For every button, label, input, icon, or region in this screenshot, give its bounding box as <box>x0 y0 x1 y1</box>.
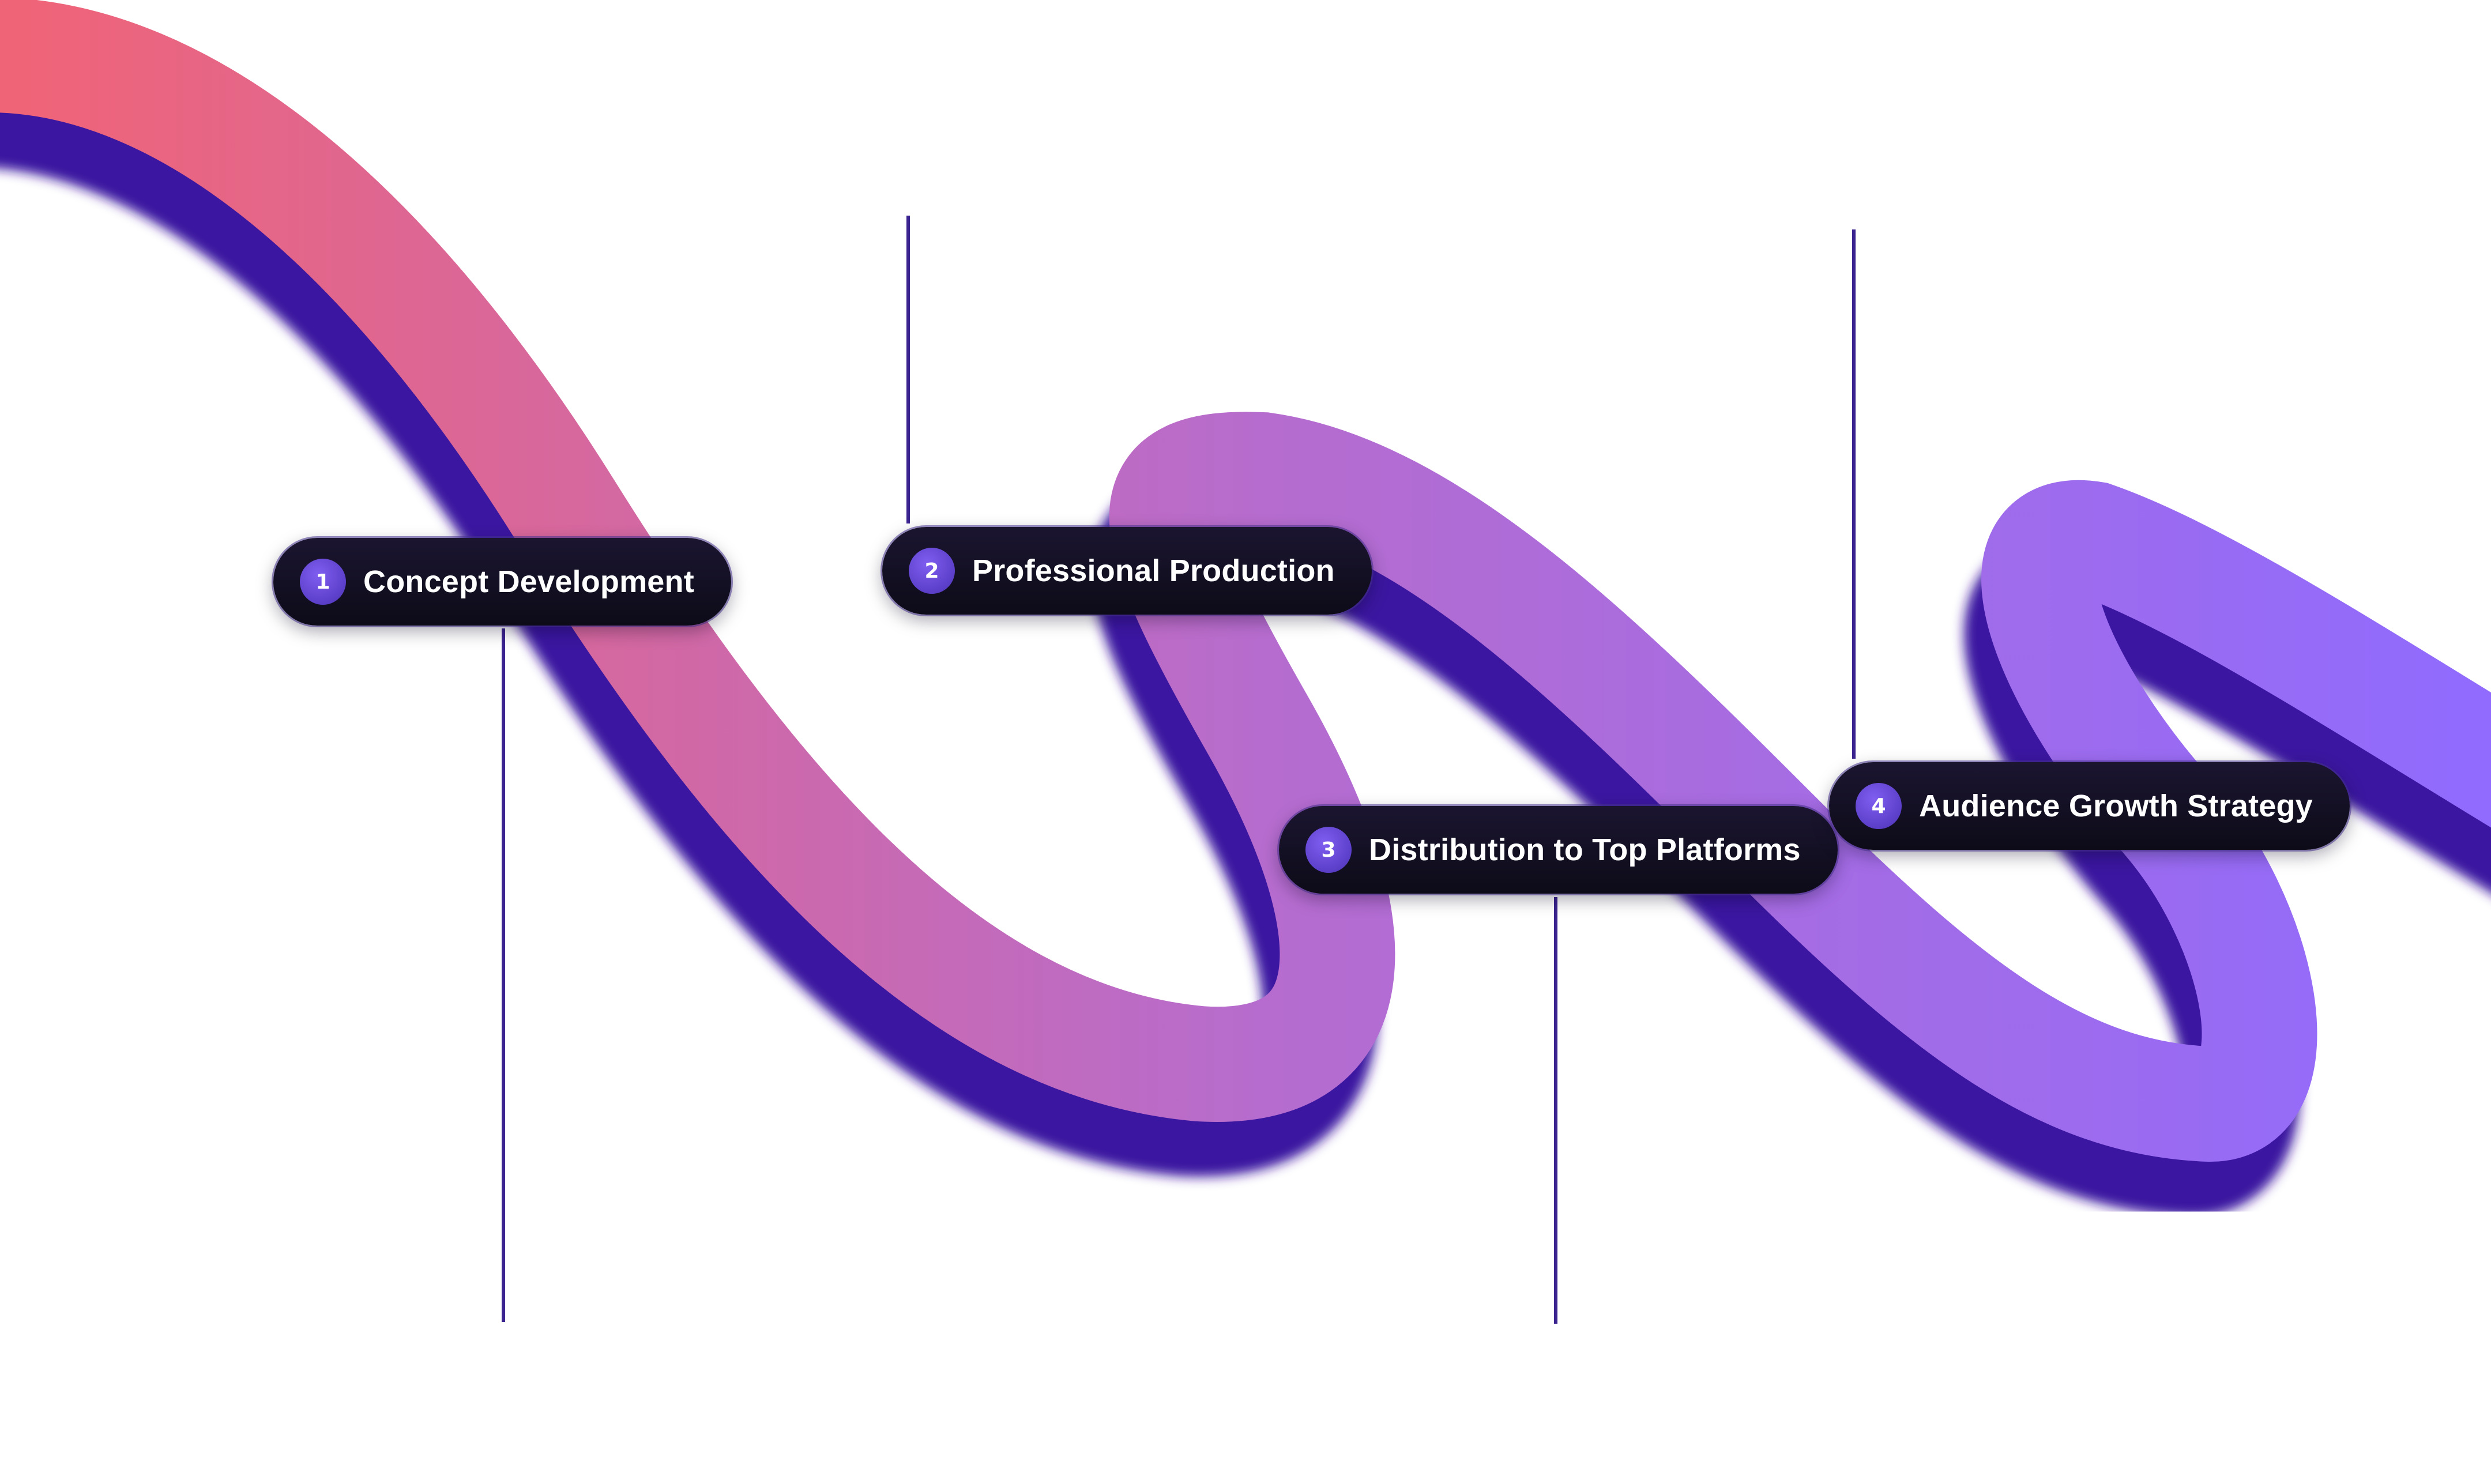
step-pill-1: 1 Concept Development <box>273 538 731 626</box>
step-pill-4: 4 Audience Growth Strategy <box>1829 762 2350 850</box>
step-number-badge: 1 <box>300 559 346 605</box>
step-number-badge: 2 <box>909 548 955 594</box>
step-pill-3: 3 Distribution to Top Platforms <box>1279 806 1838 894</box>
step-pill-2: 2 Professional Production <box>882 527 1372 615</box>
step-number-badge: 3 <box>1305 827 1352 873</box>
step-label: Distribution to Top Platforms <box>1369 833 1801 867</box>
step-label: Audience Growth Strategy <box>1919 789 2313 823</box>
step-label: Concept Development <box>363 564 694 599</box>
ribbon-main <box>0 0 2491 1162</box>
step-number-badge: 4 <box>1856 783 1902 829</box>
step-label: Professional Production <box>972 553 1335 588</box>
